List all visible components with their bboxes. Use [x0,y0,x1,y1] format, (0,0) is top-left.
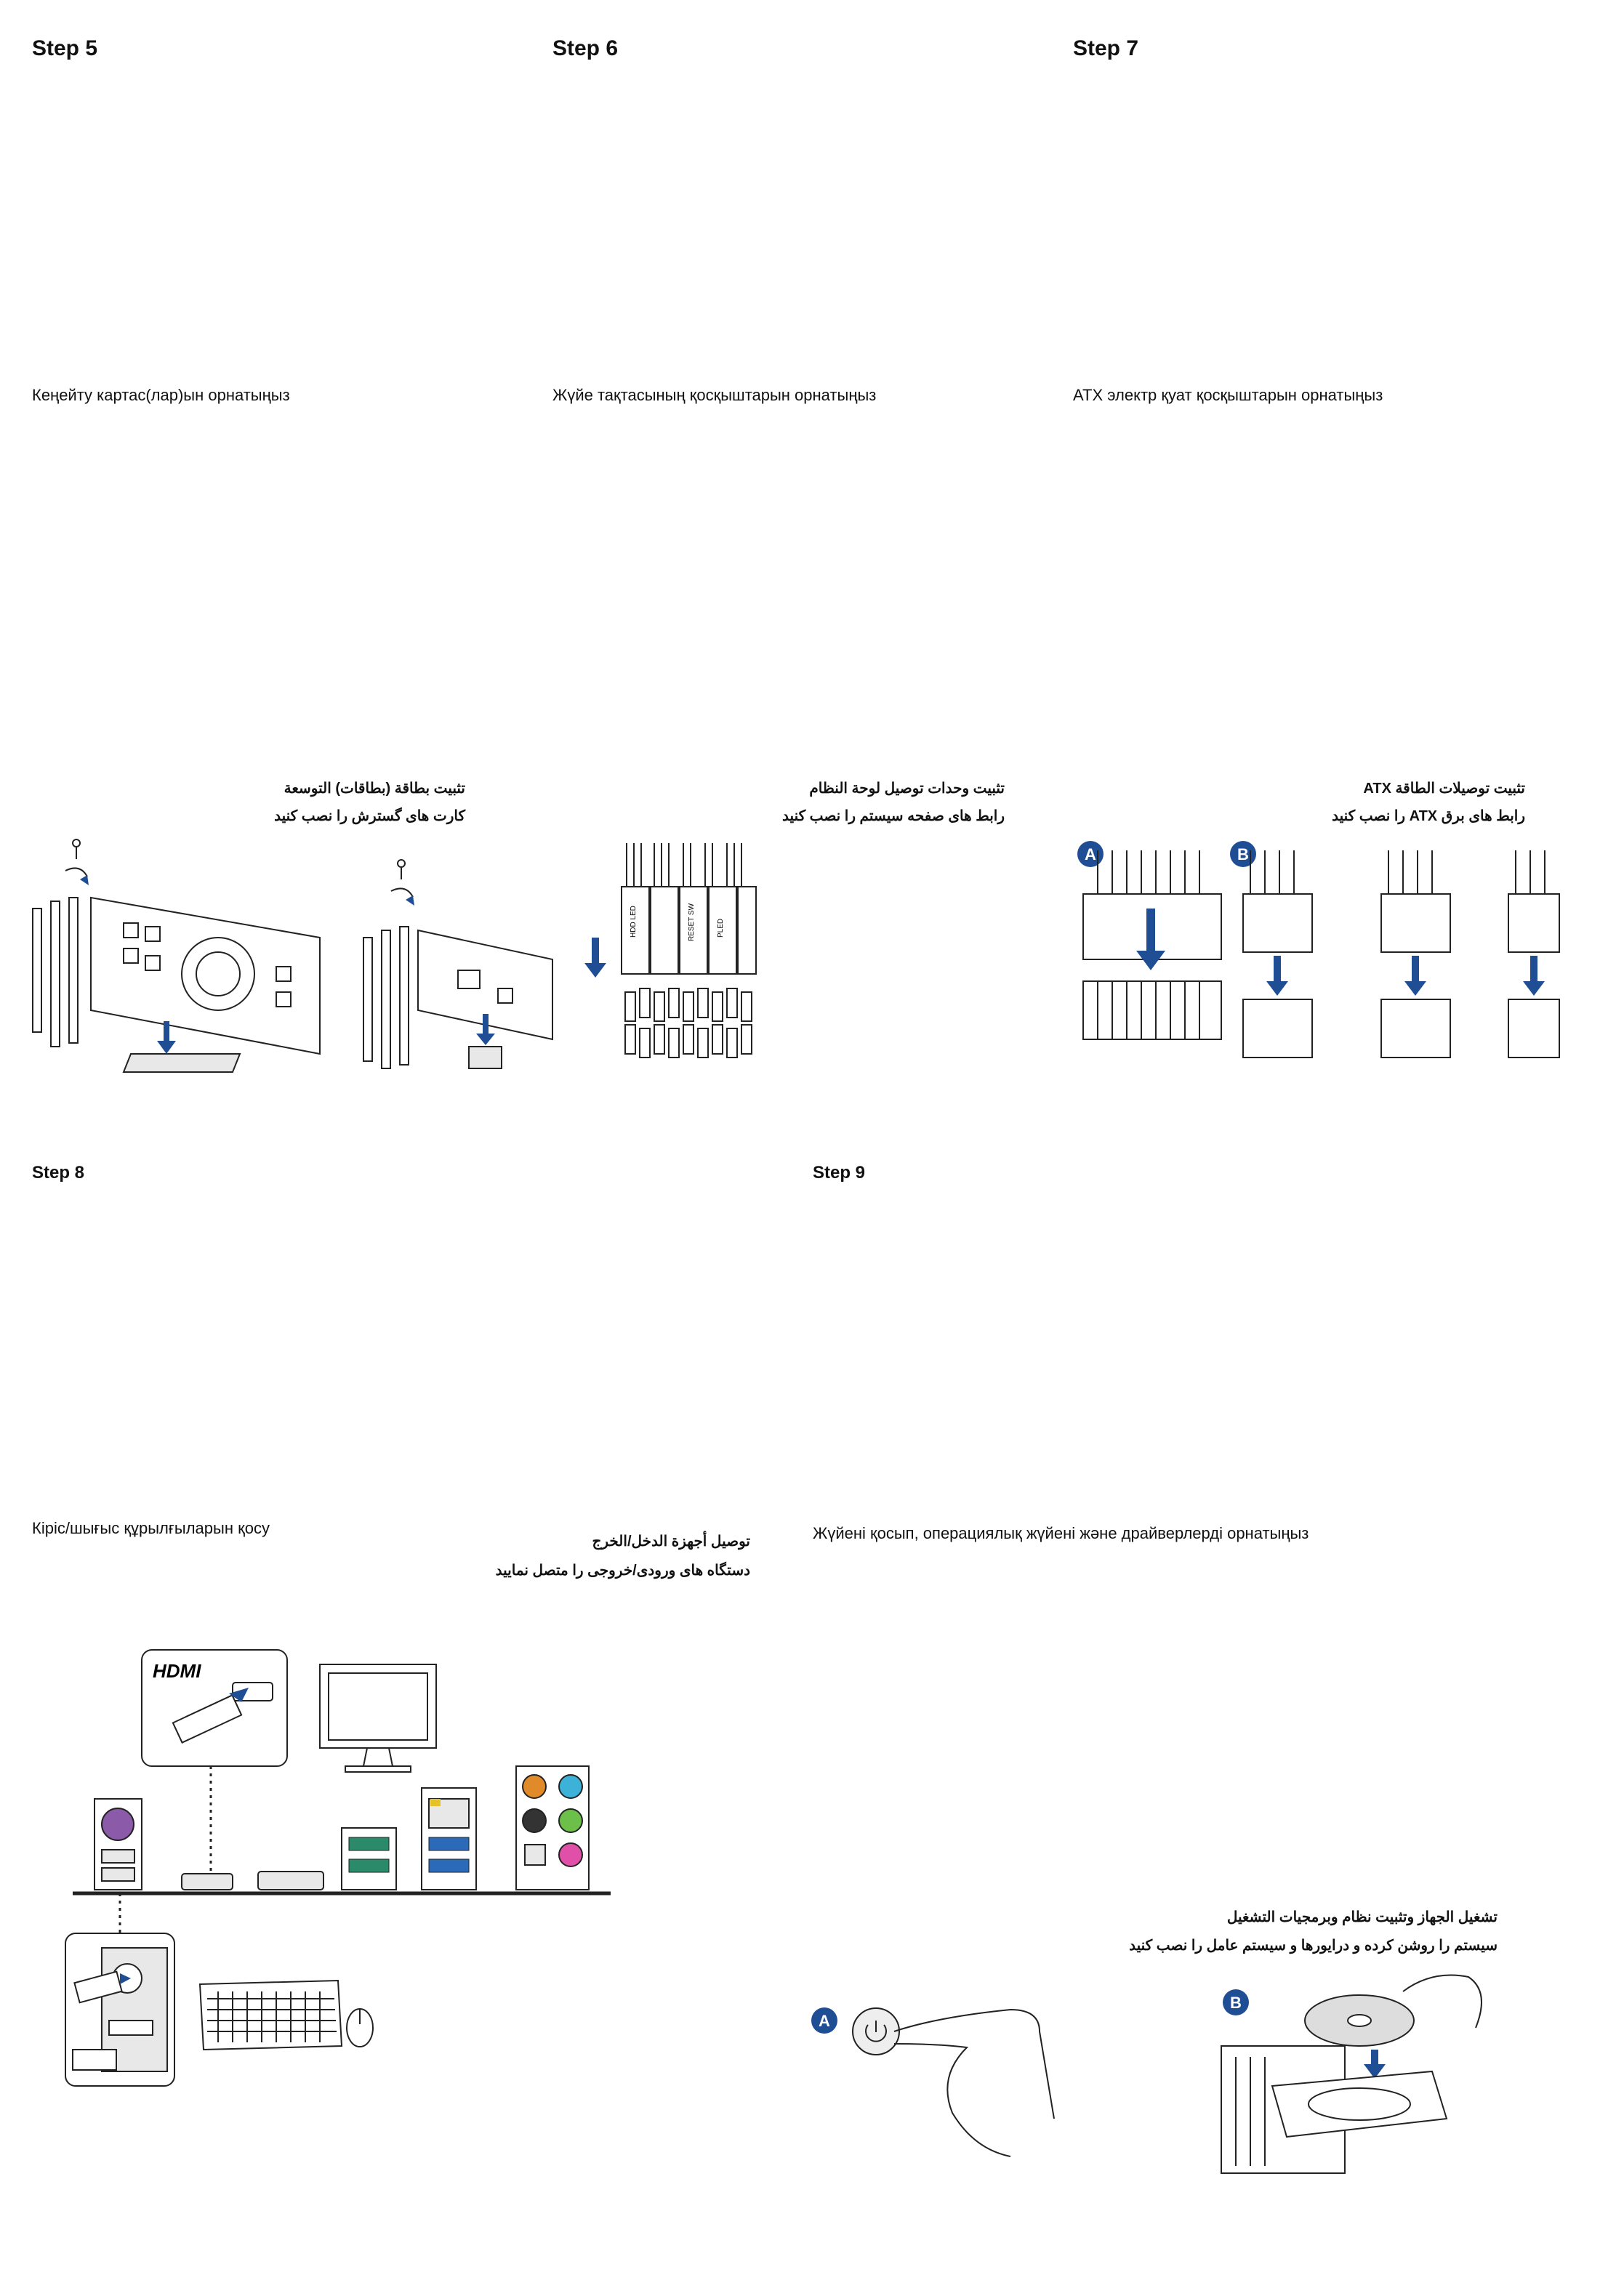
mouse-icon [346,2008,374,2047]
step-9-arabic-text: تشغيل الجهاز وتثبيت نظام وبرمجيات التشغي… [1226,1909,1498,1925]
svg-text:B: B [1237,845,1249,863]
badge-b-icon: B [1223,1989,1249,2015]
badge-a-icon: A [1077,841,1104,867]
step-7-heading: Step 7 [1073,36,1139,60]
power-button-illustration [852,2007,1055,2157]
step-7-kazakh-text: ATX электр қуат қосқыштарын орнатыңыз [1073,386,1383,404]
step-8-illustration: HDMI [65,1649,611,2087]
step-8-heading: Step 8 [32,1163,85,1183]
optical-drive-illustration [1221,1974,1482,2174]
step-6-heading: Step 6 [552,36,619,60]
expansion-card-illustration [363,859,553,1069]
step-7-farsi-text: رابط های برق ATX را نصب کنید [1332,808,1525,824]
pin-label-hdd-led: HDD LED [630,906,638,938]
eps-4pin-connector [1508,850,1560,1058]
svg-text:B: B [1230,1994,1242,2012]
graphics-card-illustration [32,839,321,1073]
step-9-farsi-text: سیستم را روشن کرده و درایورها و سیستم عا… [1129,1938,1498,1954]
step-8-arabic-text: توصيل أجهزة الدخل/الخرج [592,1534,750,1550]
step-8-farsi-text: دستگاه های ورودی/خروجی را متصل نمایید [495,1563,750,1579]
eps-8pin-connector [1242,850,1313,1058]
svg-text:A: A [1085,845,1096,863]
atx-24pin-connector [1082,850,1222,1040]
step-5-kazakh-text: Кеңейту картас(лар)ын орнатыңыз [32,386,290,404]
step-9-illustration: A B [811,1974,1482,2174]
step-9-kazakh-text: Жүйені қосып, операциялық жүйені және др… [813,1524,1309,1542]
step-5-farsi-text: کارت های گسترش را نصب کنید [274,808,465,824]
panel-connector-illustration: HDD LED RESET SW PLED [584,843,757,1058]
pin-label-reset-sw: RESET SW [688,903,696,941]
monitor-icon [319,1664,437,1773]
step-8-kazakh-text: Кіріс/шығыс құрылғыларын қосу [32,1519,270,1537]
rear-io-panel [73,1765,611,1896]
step-6-arabic-text: تثبيت وحدات توصيل لوحة النظام [809,781,1005,797]
step-7-illustration: A B [1077,841,1560,1058]
pin-label-pled: PLED [717,919,725,938]
badge-a-icon: A [811,2007,837,2034]
step-5-arabic-text: تثبيت بطاقة (بطاقات) التوسعة [284,781,465,797]
step-6-kazakh-text: Жүйе тақтасының қосқыштарын орнатыңыз [552,386,877,404]
step-7-arabic-text: تثبيت توصيلات الطاقة ATX [1363,781,1525,797]
step-6-farsi-text: رابط های صفحه سیستم را نصب کنید [782,808,1005,824]
hdmi-callout: HDMI [141,1649,288,1767]
hdmi-logo: HDMI [153,1660,201,1682]
step-5-heading: Step 5 [32,36,98,60]
step-9-heading: Step 9 [813,1163,866,1183]
step-6-illustration: HDD LED RESET SW PLED [584,843,757,1058]
svg-text:A: A [819,2012,830,2030]
ps2-usb-callout [65,1933,175,2087]
step-5-illustration [32,839,553,1073]
badge-b-icon: B [1230,841,1256,867]
keyboard-icon [198,1979,343,2051]
eps-8pin-connector-2 [1380,850,1451,1058]
